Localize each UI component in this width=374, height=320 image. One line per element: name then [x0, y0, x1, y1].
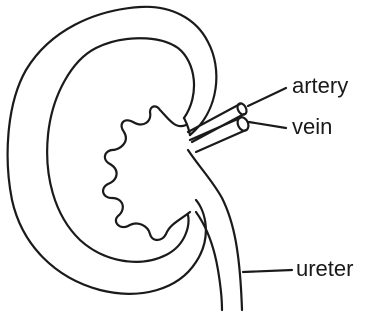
kidney-inner-outline — [47, 38, 194, 262]
renal-pelvis — [103, 106, 190, 240]
ureter-tube — [188, 150, 242, 310]
artery-leader-line — [248, 88, 286, 106]
vein-vessel — [190, 116, 250, 152]
ureter-label: ureter — [296, 256, 353, 281]
artery-label: artery — [292, 73, 348, 98]
vein-leader-line — [249, 122, 286, 128]
vein-label: vein — [292, 114, 332, 139]
ureter-leader-line — [243, 270, 292, 272]
